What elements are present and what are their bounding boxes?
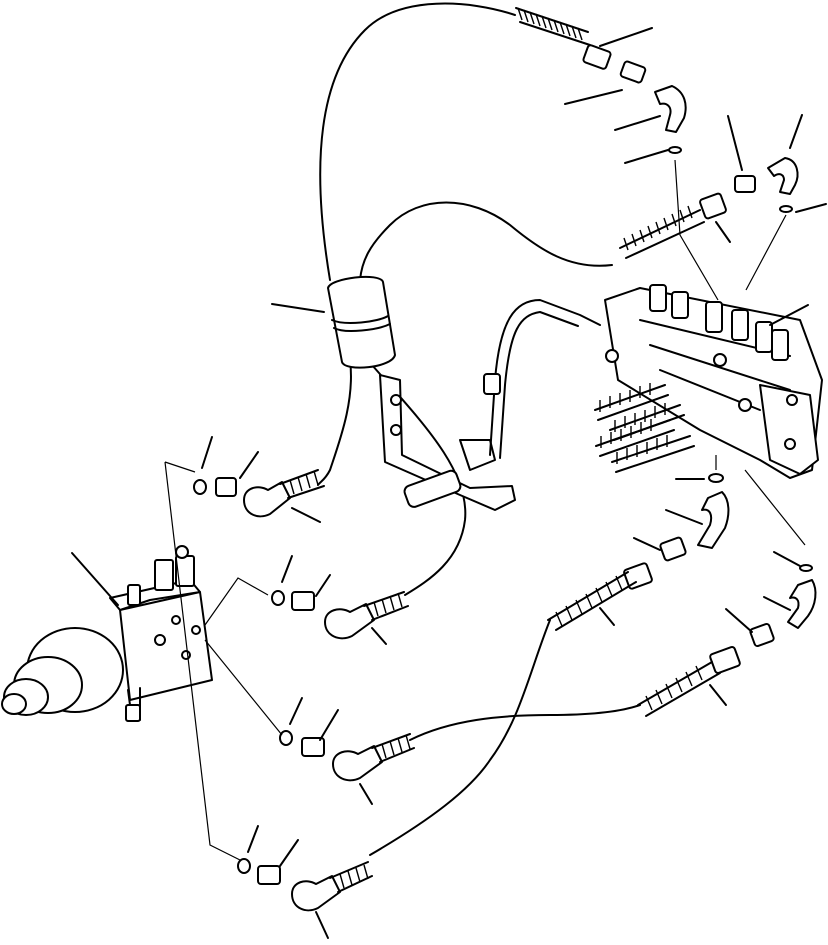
callout-leader [201, 436, 213, 469]
left-fitting-set-2 [271, 590, 409, 640]
elbow-fitting-top [654, 85, 687, 133]
callout-leader [564, 89, 623, 105]
hose-end-fitting-top [582, 44, 612, 70]
callout-leader [319, 709, 339, 741]
adapter [301, 737, 325, 757]
callout-leader [769, 304, 809, 326]
elbow-fitting [243, 481, 291, 518]
port-leader-lines [164, 461, 283, 861]
elbow-fitting [332, 745, 383, 782]
callout-leader [279, 839, 299, 867]
callout-leader [239, 451, 259, 479]
callout-leader [763, 596, 791, 611]
callout-leader [289, 697, 303, 725]
hose-mid-right [555, 575, 623, 627]
adapter-top [619, 60, 647, 84]
mounting-bracket [379, 299, 601, 511]
callout-leader [247, 825, 259, 853]
callout-leader [281, 555, 293, 583]
adapter [215, 477, 237, 497]
callout-leader [709, 684, 727, 706]
hose-line-sleeve-down [371, 364, 467, 596]
o-ring-right-lower [799, 564, 813, 572]
protective-sleeve [327, 275, 396, 369]
callout-leader [315, 574, 331, 597]
left-fitting-set-3 [279, 730, 415, 782]
callout-leader [614, 115, 661, 131]
hose-line-mid-loop [359, 201, 613, 281]
callout-leader [599, 607, 615, 626]
callout-leader [359, 783, 373, 805]
adapter [257, 865, 281, 885]
hose-line-top-loop [319, 2, 516, 281]
right-lower-assembly [547, 473, 817, 717]
callout-leader [795, 203, 827, 213]
hose-end-upper-right [699, 192, 727, 220]
hose-line-lower-2 [369, 619, 551, 856]
adapter-right-lower [749, 622, 775, 648]
callout-leader [271, 303, 325, 313]
o-ring [279, 730, 293, 746]
callout-leader [633, 537, 661, 551]
o-ring [193, 479, 207, 495]
callout-leader [789, 114, 803, 149]
callout-leader [773, 551, 801, 567]
o-ring [237, 858, 251, 874]
rotary-actuator [1, 627, 124, 716]
adapter-right-upper [734, 175, 756, 193]
hose-top [515, 7, 591, 46]
hose-end-mid-right [623, 562, 653, 590]
elbow-fitting [291, 875, 341, 912]
top-hose-assembly [515, 7, 687, 154]
callout-leader [725, 608, 753, 633]
callout-leader [727, 115, 743, 171]
left-fitting-set-4 [237, 858, 373, 912]
elbow-fitting-right-lower [787, 579, 817, 629]
valve-outlet-hoses [594, 383, 695, 473]
callout-leader [624, 149, 669, 164]
elbow-fitting [324, 603, 375, 640]
control-valve-bank [594, 284, 823, 546]
callout-leader [665, 509, 703, 525]
hose-end-lower-right [709, 646, 741, 674]
adapter-valve-bottom [659, 536, 687, 562]
hose-line-sleeve-left [317, 359, 352, 486]
callout-leader [315, 911, 329, 939]
callout-leader [71, 552, 119, 606]
hose-lower-right [645, 665, 703, 711]
o-ring-top [668, 146, 682, 154]
o-ring-valve-bottom [708, 473, 724, 483]
hose-upper-right [623, 205, 693, 251]
hose-routing-lines [317, 2, 641, 856]
callout-leader [599, 27, 653, 47]
callout-leader [291, 507, 321, 523]
right-fittings-upper [619, 157, 799, 301]
pilot-valve-block [109, 545, 213, 722]
elbow-fitting-right-upper [767, 157, 799, 195]
valve-spool-caps [649, 284, 789, 361]
hose-line-lower-1 [409, 704, 641, 741]
callout-leader [371, 627, 387, 645]
o-ring-right-upper [779, 205, 793, 213]
callout-leader [715, 221, 731, 243]
callout-leaders [71, 27, 827, 939]
left-fitting-set-1 [193, 469, 325, 518]
adapter [291, 591, 315, 611]
tube-clamp [483, 373, 501, 395]
o-ring [271, 590, 285, 606]
elbow-fitting-valve-bottom [697, 491, 730, 549]
